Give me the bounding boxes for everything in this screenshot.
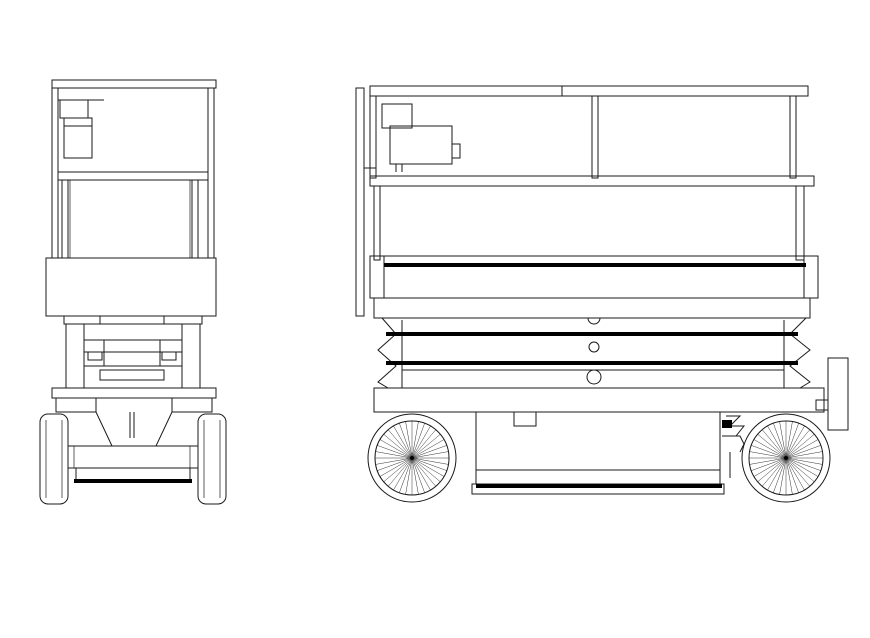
- wheel-spoke: [767, 457, 787, 491]
- wheel-spoke: [379, 457, 413, 477]
- wheel-spoke: [779, 421, 787, 459]
- wheel-spoke: [379, 439, 413, 459]
- wheel-spoke: [762, 457, 787, 487]
- wheel-spoke: [405, 457, 413, 495]
- side-guardrail: [355, 85, 815, 317]
- side-chassis: [373, 357, 849, 495]
- wheel-spoke: [411, 423, 425, 459]
- wheel-spoke: [785, 425, 805, 459]
- wheel-spoke: [383, 434, 413, 459]
- wheel-spoke: [751, 445, 787, 459]
- wheel-spoke: [405, 421, 413, 459]
- wheel-spoke: [785, 434, 815, 459]
- wheel-spoke: [411, 421, 419, 459]
- wheel-spoke: [411, 457, 447, 471]
- wheel-spoke: [785, 421, 793, 459]
- wheel-spoke: [749, 451, 787, 459]
- side-control-box: [381, 103, 461, 172]
- wheel-spoke: [785, 457, 799, 493]
- front-guardrail: [51, 79, 217, 259]
- wheel-spoke: [399, 457, 413, 493]
- wheel-spoke: [785, 457, 823, 465]
- side-view: [355, 85, 849, 503]
- wheel-spoke: [753, 439, 787, 459]
- front-view: [39, 79, 227, 505]
- wheel-spoke: [785, 457, 793, 495]
- wheel-spoke: [411, 457, 436, 487]
- wheel-spoke: [785, 429, 810, 459]
- wheel-spoke: [785, 451, 823, 459]
- wheel-spoke: [749, 457, 787, 465]
- wheel-spoke: [411, 451, 449, 459]
- front-left-wheel: [39, 413, 69, 505]
- front-chassis: [51, 387, 217, 481]
- wheel-spoke: [411, 457, 425, 493]
- wheel-spoke: [767, 425, 787, 459]
- wheel-spoke: [753, 457, 787, 477]
- wheel-spoke: [411, 457, 419, 495]
- wheel-spoke: [411, 457, 445, 477]
- wheel-spoke: [393, 425, 413, 459]
- side-scissor-stack: [377, 317, 811, 389]
- front-deck: [45, 257, 217, 317]
- wheel-spoke: [785, 457, 819, 477]
- side-right-wheel: [741, 413, 831, 503]
- wheel-spoke: [762, 429, 787, 459]
- wheel-spoke: [375, 451, 413, 459]
- wheel-spoke: [411, 429, 436, 459]
- wheel-spoke: [785, 457, 815, 482]
- wheel-spoke: [757, 434, 787, 459]
- wheel-spoke: [785, 457, 805, 491]
- wheel-spoke: [375, 457, 413, 465]
- wheel-spoke: [751, 457, 787, 471]
- wheel-spoke: [388, 457, 413, 487]
- wheel-spoke: [383, 457, 413, 482]
- wheel-spoke: [388, 429, 413, 459]
- wheel-spoke: [785, 423, 799, 459]
- front-scissor-stack: [63, 315, 203, 389]
- side-left-wheel: [367, 413, 457, 503]
- wheel-spoke: [411, 457, 441, 482]
- wheel-spoke: [785, 457, 810, 487]
- wheel-spoke: [785, 457, 821, 471]
- wheel-spoke: [393, 457, 413, 491]
- wheel-spoke: [411, 425, 431, 459]
- front-control-box: [58, 99, 104, 159]
- wheel-spoke: [773, 457, 787, 493]
- wheel-spoke: [785, 445, 821, 459]
- wheel-spoke: [411, 457, 449, 465]
- wheel-spoke: [399, 423, 413, 459]
- wheel-spoke: [377, 457, 413, 471]
- wheel-spoke: [779, 457, 787, 495]
- wheel-spoke: [773, 423, 787, 459]
- wheel-spoke: [411, 439, 445, 459]
- wheel-spoke: [785, 439, 819, 459]
- wheel-spoke: [757, 457, 787, 482]
- wheel-spoke: [377, 445, 413, 459]
- front-right-wheel: [197, 413, 227, 505]
- wheel-spoke: [411, 445, 447, 459]
- wheel-spoke: [411, 457, 431, 491]
- side-deck: [369, 255, 819, 319]
- wheel-spoke: [411, 434, 441, 459]
